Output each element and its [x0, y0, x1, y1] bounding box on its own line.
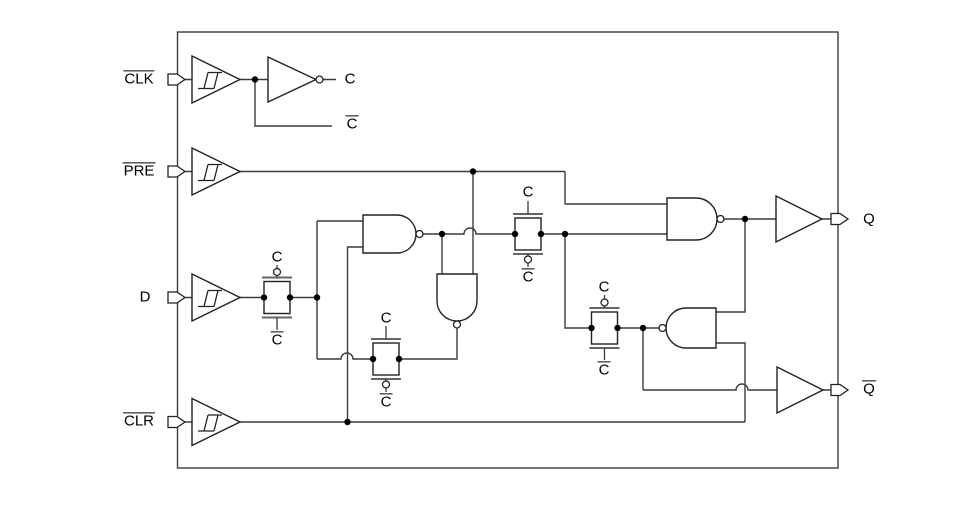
master-nand-gate: [362, 214, 417, 254]
tg1-body: [263, 280, 291, 315]
c-signal-label: C: [344, 70, 356, 88]
component-boundary: [176, 31, 839, 469]
slave-nand-bubble: [716, 214, 725, 224]
clock-inverter-bubble: [315, 75, 324, 84]
master-feedback-wire: [399, 328, 458, 360]
q-output-label: Q: [863, 210, 875, 228]
clr-input-port: [167, 415, 187, 429]
master-feedback-nand-bubble: [452, 320, 462, 329]
c-bar-signal-label: C: [345, 115, 359, 133]
clr-input-label: CLR: [122, 412, 156, 430]
qbar-output-port: [830, 383, 850, 397]
tg1-c-label: C: [271, 248, 283, 266]
tg5-body: [590, 311, 619, 345]
tg1-pgate-bubble: [272, 267, 282, 277]
d-hysteresis-icon: [198, 289, 222, 308]
d-input-label: D: [139, 288, 151, 306]
tg3-pgate-bubble: [523, 255, 533, 264]
slave-nand-feedback-inputs-wire: [716, 219, 746, 422]
slave-feedback-nand-bubble: [658, 323, 667, 333]
pre-net-wire: [185, 170, 667, 274]
qbar-output-buffer: [776, 365, 825, 415]
d-input-port: [167, 291, 187, 304]
tg2-c-label: C: [380, 309, 392, 327]
tg2-body: [372, 342, 400, 376]
tg3-cbar-label: C: [521, 268, 535, 286]
pre-hysteresis-icon: [198, 163, 222, 182]
tg1-cbar-label: C: [270, 331, 284, 349]
clock-inverter: [267, 55, 318, 104]
master-output-net-wire: [423, 227, 515, 274]
qbar-net-wire: [617, 327, 831, 391]
tg3-c-label: C: [522, 183, 534, 201]
q-output-port: [830, 212, 850, 226]
qbar-output-label: Q: [862, 380, 876, 398]
master-nand-bubble: [415, 229, 424, 239]
tg5-pgate-bubble: [600, 298, 609, 307]
clk-input-port: [167, 73, 187, 86]
clk-input-label: CLK: [123, 70, 155, 88]
d-net-wire: [185, 220, 373, 360]
q-output-buffer: [775, 194, 824, 244]
slave-nand-gate: [666, 197, 718, 241]
master-feedback-nand-gate: [436, 273, 478, 322]
slave-feedback-nand-gate: [665, 307, 717, 349]
tg5-c-label: C: [598, 278, 610, 296]
clr-hysteresis-icon: [198, 414, 222, 432]
pre-input-label: PRE: [122, 162, 156, 180]
pre-input-port: [167, 165, 187, 178]
tg2-pgate-bubble: [381, 380, 391, 389]
tg3-body: [514, 217, 542, 251]
tg5-cbar-label: C: [597, 361, 611, 379]
junction-dots: [251, 76, 749, 426]
tg2-cbar-label: C: [379, 393, 393, 411]
master-nand-clr-input-wire: [346, 246, 363, 422]
clk-hysteresis-icon: [198, 71, 222, 90]
